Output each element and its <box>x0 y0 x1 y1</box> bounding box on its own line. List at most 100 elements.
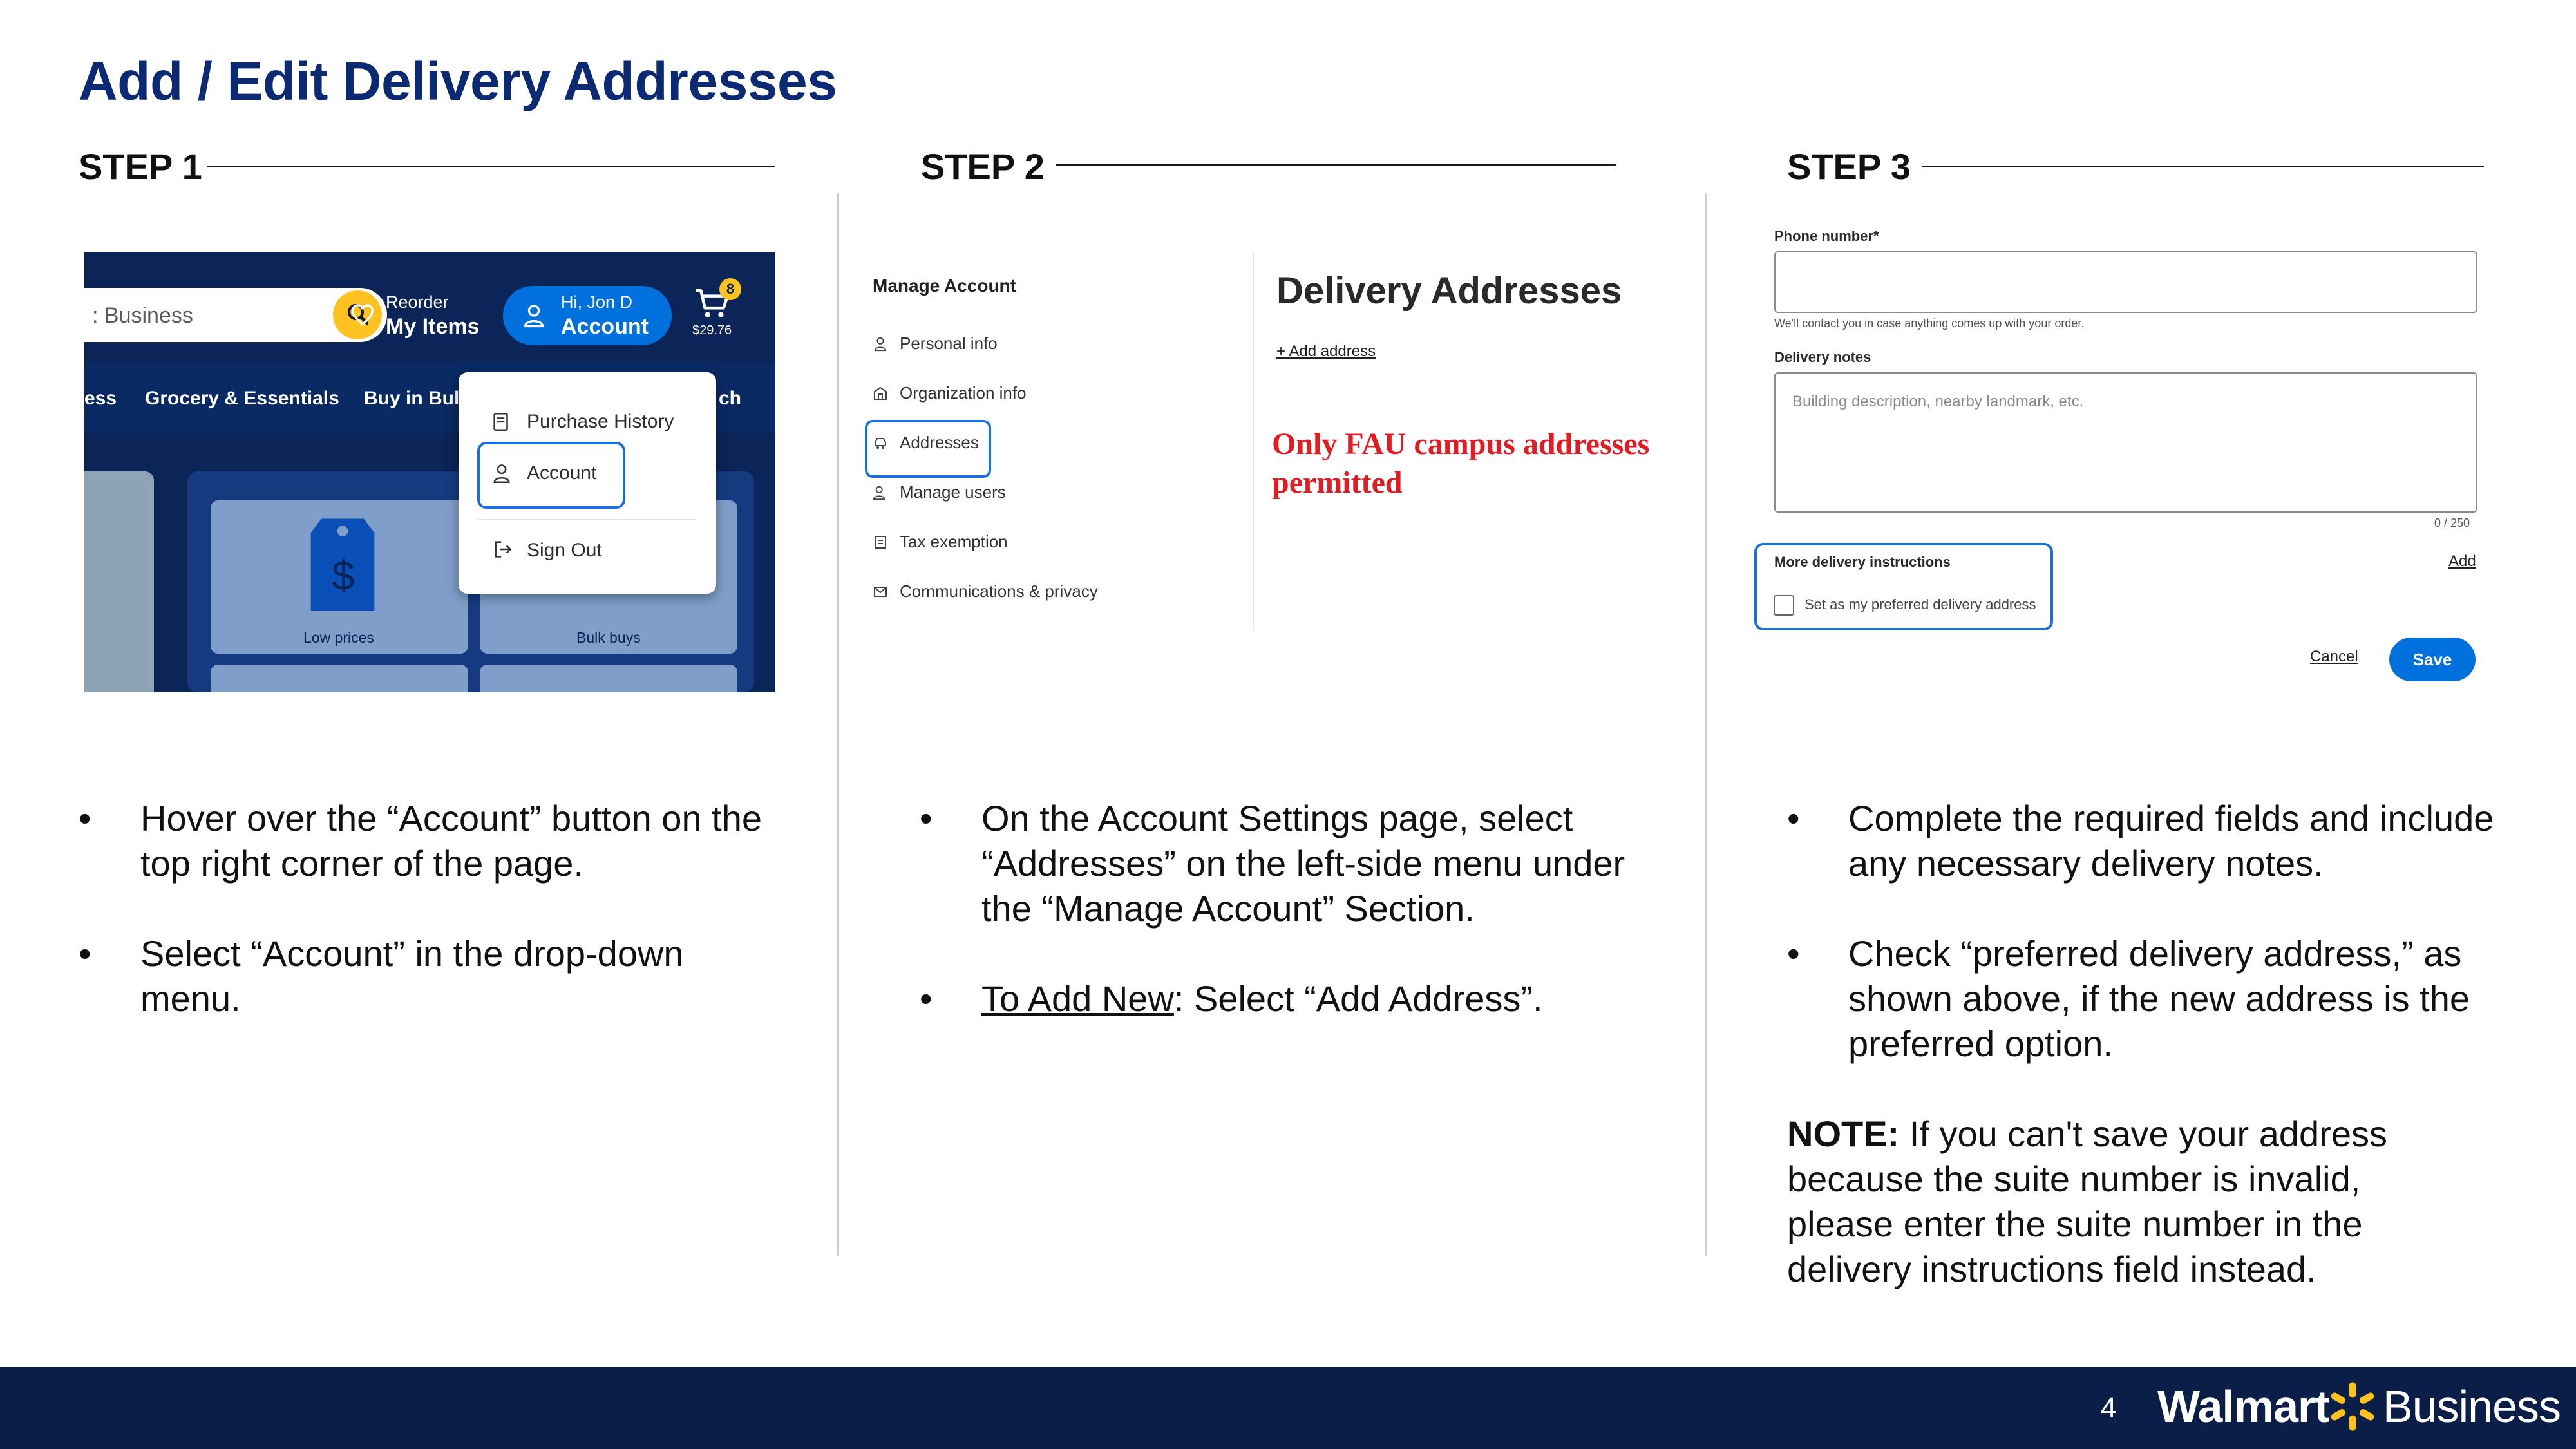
footer-bar: 4 Walmart Business <box>0 1367 2576 1449</box>
step-2-rule <box>1056 164 1616 166</box>
phone-hint: We'll contact you in case anything comes… <box>1774 317 2085 330</box>
fau-restriction-note: Only FAU campus addresses permitted <box>1272 427 1650 500</box>
card-label: Bulk buys <box>576 629 641 646</box>
menu-divider <box>478 519 697 520</box>
note-paragraph: NOTE: If you can't save your address bec… <box>1787 1113 2387 1289</box>
greeting-label: Hi, Jon D <box>561 292 633 312</box>
step-2-heading: STEP 2 <box>921 146 1045 187</box>
step-2-screenshot: Manage Account Personal info Organizatio… <box>860 245 1697 670</box>
to-add-new-label: To Add New <box>981 978 1174 1019</box>
sidebar-item-label: Personal info <box>900 334 998 353</box>
sidebar-item-organization-info[interactable]: Organization info <box>873 383 1027 403</box>
brand-walmart: Walmart <box>2157 1381 2330 1432</box>
nav-item-fragment[interactable]: ess <box>84 388 117 409</box>
nav-item-grocery[interactable]: Grocery & Essentials <box>145 388 339 409</box>
account-dropdown-menu: Purchase History Account Sign Out <box>459 372 716 594</box>
bullet-dot: • <box>920 798 933 838</box>
sidebar-item-manage-users[interactable]: Manage users <box>873 482 1006 502</box>
account-button[interactable]: Hi, Jon D Account <box>503 286 672 345</box>
manage-account-heading: Manage Account <box>873 276 1016 296</box>
column-divider <box>837 193 839 1256</box>
menu-item-sign-out[interactable]: Sign Out <box>527 540 602 561</box>
more-instructions-label: More delivery instructions <box>1774 554 1951 570</box>
sidebar-item-label: Organization info <box>900 383 1027 402</box>
character-counter: 0 / 250 <box>2434 516 2470 529</box>
search-bar[interactable]: : Business <box>84 288 387 342</box>
low-prices-card[interactable]: $ Low prices <box>211 500 468 654</box>
sidebar-item-label: Tax exemption <box>900 532 1008 551</box>
step-1-screenshot: : Business Reorder My Items Hi, Jon D Ac… <box>84 252 775 692</box>
preferred-address-label: Set as my preferred delivery address <box>1804 596 2036 612</box>
save-button[interactable]: Save <box>2389 638 2476 681</box>
sidebar-item-label: Addresses <box>900 433 979 452</box>
sidebar-item-communications[interactable]: Communications & privacy <box>873 582 1098 601</box>
bullet-dot: • <box>1787 798 1800 838</box>
search-button[interactable] <box>333 290 382 339</box>
step-1-bullet: Hover over the “Account” button on the t… <box>140 798 762 884</box>
nav-item-fragment[interactable]: ch <box>719 388 742 409</box>
price-tag-icon <box>310 518 375 611</box>
sidebar-item-personal-info[interactable]: Personal info <box>873 334 998 354</box>
receipt-icon <box>493 412 508 431</box>
menu-item-account[interactable]: Account <box>527 462 597 484</box>
mail-icon <box>874 586 887 597</box>
page-number: 4 <box>2101 1392 2117 1424</box>
delivery-notes-placeholder: Building description, nearby landmark, e… <box>1792 393 2084 410</box>
step-3-heading: STEP 3 <box>1787 146 1911 187</box>
delivery-addresses-heading: Delivery Addresses <box>1276 270 1622 312</box>
search-input[interactable]: : Business <box>92 303 193 328</box>
page-title: Add / Edit Delivery Addresses <box>79 51 837 111</box>
card-label: Low prices <box>303 629 374 646</box>
person-icon <box>493 464 510 483</box>
cart-total: $29.76 <box>692 323 732 337</box>
step-3-rule <box>1922 166 2484 167</box>
panel-divider <box>1253 251 1254 631</box>
promo-card[interactable] <box>480 665 737 692</box>
preferred-address-checkbox[interactable] <box>1774 595 1794 616</box>
sign-out-icon <box>495 541 512 558</box>
add-address-link[interactable]: + Add address <box>1276 343 1376 360</box>
addresses-highlight <box>865 420 991 478</box>
step-1-rule <box>207 166 775 167</box>
step-2-bullet: On the Account Settings page, select “Ad… <box>981 798 1625 929</box>
note-label: NOTE: <box>1787 1113 1900 1154</box>
reorder-label[interactable]: Reorder <box>386 292 449 312</box>
sidebar-item-label: Manage users <box>900 482 1006 502</box>
step-3-screenshot: Phone number* We'll contact you in case … <box>1745 219 2492 696</box>
users-icon <box>873 486 886 500</box>
delivery-notes-textarea[interactable]: Building description, nearby landmark, e… <box>1774 372 2477 513</box>
person-icon <box>874 337 887 351</box>
delivery-notes-label: Delivery notes <box>1774 349 1871 365</box>
account-menu-highlight <box>477 442 625 509</box>
promo-card[interactable] <box>211 665 468 692</box>
building-icon <box>874 386 887 400</box>
account-label: Account <box>561 314 649 339</box>
sidebar-item-label: Communications & privacy <box>900 582 1098 601</box>
dollar-symbol: $ <box>332 553 355 599</box>
spark-logo-icon <box>2331 1382 2374 1431</box>
cancel-button[interactable]: Cancel <box>2310 648 2358 665</box>
cart-badge: 8 <box>719 278 741 300</box>
sidebar-item-addresses[interactable]: Addresses <box>873 433 979 453</box>
column-divider <box>1705 193 1707 1256</box>
phone-number-input[interactable] <box>1774 251 2477 313</box>
hero-image <box>84 471 154 692</box>
bullet-dot: • <box>920 978 933 1019</box>
nav-item-bulk[interactable]: Buy in Bulk <box>364 388 471 409</box>
car-icon <box>875 437 886 449</box>
step-3-bullet: Complete the required fields and include… <box>1848 798 2494 884</box>
heart-icon[interactable] <box>350 303 375 328</box>
document-icon <box>875 535 886 549</box>
person-icon <box>524 305 544 328</box>
sidebar-item-tax-exemption[interactable]: Tax exemption <box>873 532 1008 552</box>
menu-item-purchase-history[interactable]: Purchase History <box>527 411 674 432</box>
add-instructions-link[interactable]: Add <box>2448 553 2476 570</box>
preferred-address-highlight <box>1754 543 2053 630</box>
bullet-dot: • <box>79 798 91 838</box>
phone-number-label: Phone number* <box>1774 228 1879 244</box>
step-2-bullet: To Add New: Select “Add Address”. <box>981 978 1543 1019</box>
step-1-bullet: Select “Account” in the drop-down menu. <box>140 933 684 1019</box>
bullet-dot: • <box>1787 933 1800 974</box>
my-items-label[interactable]: My Items <box>386 314 480 339</box>
brand-business: Business <box>2383 1381 2561 1432</box>
